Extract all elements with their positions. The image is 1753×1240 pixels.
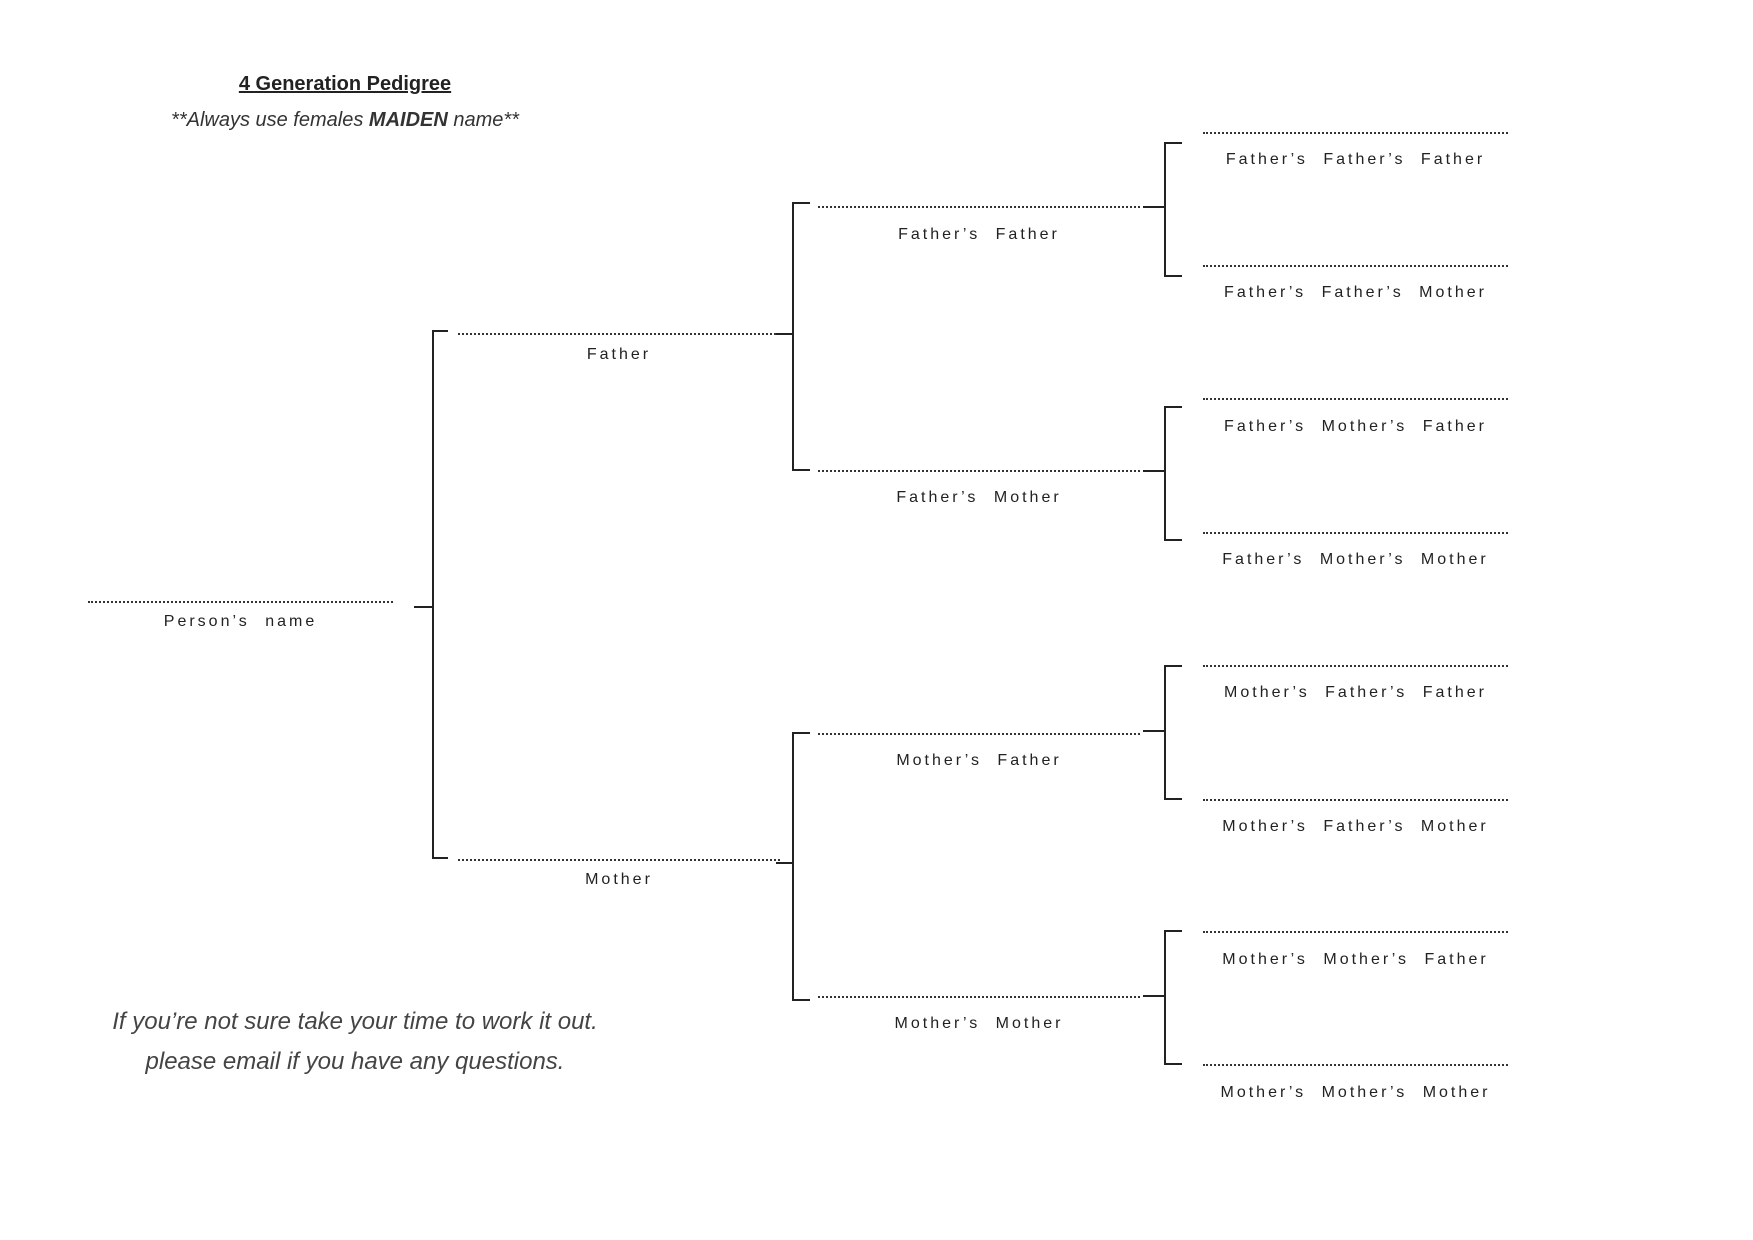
bracket-bottom-tick: [432, 857, 448, 859]
mothers-mothers-mother-label: Mother’s Mother’s Mother: [1220, 1084, 1491, 1101]
bracket-vertical: [432, 330, 434, 858]
father-label: Father: [586, 346, 652, 363]
connector: [1143, 470, 1165, 472]
connector: [1143, 206, 1165, 208]
bracket-top-tick: [1164, 142, 1182, 144]
bracket-top-tick: [1164, 930, 1182, 932]
footer-note-line-1: If you’re not sure take your time to wor…: [112, 1008, 598, 1035]
instruction-prefix: **Always use females: [171, 109, 369, 131]
bracket-top-tick: [432, 330, 448, 332]
person-name-label: Person’s name: [163, 613, 318, 630]
fathers-mothers-mother-label: Father’s Mother’s Mother: [1222, 551, 1489, 568]
fathers-father-label: Father’s Father: [898, 226, 1060, 243]
fathers-mothers-father-label: Father’s Mother’s Father: [1224, 418, 1487, 435]
fathers-fathers-father-field[interactable]: [1203, 132, 1508, 134]
footer-note-line-2: please email if you have any questions.: [145, 1048, 565, 1075]
bracket-bottom-tick: [1164, 275, 1182, 277]
mothers-fathers-mother-label: Mother’s Father’s Mother: [1222, 818, 1489, 835]
fathers-father-field[interactable]: [818, 206, 1140, 208]
chart-title: 4 Generation Pedigree: [238, 73, 452, 95]
bracket-top-tick: [1164, 665, 1182, 667]
mothers-mothers-father-field[interactable]: [1203, 931, 1508, 933]
maiden-name-instruction: **Always use females MAIDEN name**: [150, 109, 540, 132]
fathers-fathers-mother-field[interactable]: [1203, 265, 1508, 267]
mothers-father-field[interactable]: [818, 733, 1140, 735]
instruction-emphasis: MAIDEN: [368, 109, 448, 131]
bracket-vertical: [1164, 930, 1166, 1064]
mothers-mothers-mother-field[interactable]: [1203, 1064, 1508, 1066]
connector: [776, 862, 794, 864]
bracket-bottom-tick: [1164, 1063, 1182, 1065]
fathers-fathers-father-label: Father’s Father’s Father: [1225, 151, 1486, 168]
fathers-fathers-mother-label: Father’s Father’s Mother: [1224, 284, 1487, 301]
mothers-father-label: Mother’s Father: [896, 752, 1062, 769]
bracket-vertical: [792, 202, 794, 470]
bracket-top-tick: [792, 202, 810, 204]
bracket-bottom-tick: [792, 999, 810, 1001]
fathers-mother-field[interactable]: [818, 470, 1140, 472]
fathers-mother-label: Father’s Mother: [896, 489, 1062, 506]
mother-label: Mother: [585, 871, 653, 888]
bracket-bottom-tick: [1164, 798, 1182, 800]
bracket-bottom-tick: [1164, 539, 1182, 541]
fathers-mothers-mother-field[interactable]: [1203, 532, 1508, 534]
mothers-fathers-mother-field[interactable]: [1203, 799, 1508, 801]
bracket-top-tick: [792, 732, 810, 734]
mothers-mother-label: Mother’s Mother: [894, 1015, 1064, 1032]
bracket-vertical: [1164, 142, 1166, 276]
connector: [1143, 730, 1165, 732]
bracket-bottom-tick: [792, 469, 810, 471]
mothers-mother-field[interactable]: [818, 996, 1140, 998]
mothers-fathers-father-field[interactable]: [1203, 665, 1508, 667]
connector: [776, 333, 794, 335]
fathers-mothers-father-field[interactable]: [1203, 398, 1508, 400]
father-name-field[interactable]: [458, 333, 780, 335]
connector: [414, 606, 433, 608]
mothers-mothers-father-label: Mother’s Mother’s Father: [1222, 951, 1489, 968]
connector: [1143, 995, 1165, 997]
person-name-field[interactable]: [88, 601, 393, 603]
bracket-vertical: [1164, 665, 1166, 799]
instruction-suffix: name**: [447, 109, 519, 131]
bracket-vertical: [792, 732, 794, 1000]
bracket-top-tick: [1164, 406, 1182, 408]
mothers-fathers-father-label: Mother’s Father’s Father: [1224, 684, 1487, 701]
mother-name-field[interactable]: [458, 859, 780, 861]
bracket-vertical: [1164, 406, 1166, 540]
